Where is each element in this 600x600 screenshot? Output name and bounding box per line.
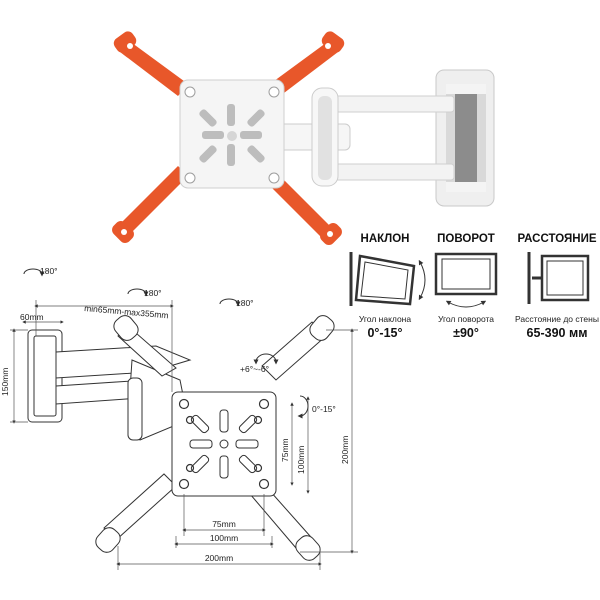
vesa-inner-width-label: 75mm [212, 519, 236, 529]
rotation-label-2: 180° [144, 288, 162, 298]
vesa-mid-width-label: 100mm [210, 533, 238, 543]
distance-value: 65-390 мм [527, 326, 588, 340]
spec-swivel: ПОВОРОТ Угол поворота ±90° [434, 233, 498, 340]
swivel-label: Угол поворота [438, 314, 494, 324]
tilt-icon [349, 252, 426, 306]
dimension-lines [10, 300, 358, 570]
wall-plate [435, 69, 495, 207]
rotation-arrows [23, 268, 309, 419]
vesa-plate [179, 79, 285, 189]
distance-title: РАССТОЯНИЕ [517, 233, 596, 245]
product-render [112, 31, 495, 245]
rotation-label-3: 180° [236, 298, 254, 308]
drawing-x-arms [95, 315, 335, 561]
tilt-value: 0°-15° [367, 326, 402, 340]
rotation-label-1: 180° [40, 266, 58, 276]
distance-icon [527, 252, 590, 304]
tilt-label: Угол наклона [359, 314, 412, 324]
vesa-outer-height-label: 200mm [340, 436, 350, 464]
distance-label: Расстояние до стены [515, 314, 599, 324]
tilt-range-label: 0°-15° [312, 404, 336, 414]
tilt-title: НАКЛОН [361, 233, 410, 245]
wall-plate-width-label: 60mm [20, 312, 44, 322]
spec-distance: РАССТОЯНИЕ Расстояние до стены 65-390 мм [515, 233, 599, 340]
technical-drawing [10, 268, 358, 570]
swivel-value: ±90° [453, 326, 479, 340]
articulating-arms [269, 87, 455, 187]
orange-bracket-arms [112, 31, 345, 245]
drawing-vesa-plate [171, 391, 277, 497]
swivel-icon [434, 252, 498, 308]
wall-plate-height-label: 150mm [0, 368, 10, 396]
spec-tilt: НАКЛОН Угол наклона 0°-15° [349, 233, 426, 340]
vesa-outer-width-label: 200mm [205, 553, 233, 563]
vesa-inner-height-label: 75mm [280, 438, 290, 462]
swivel-title: ПОВОРОТ [437, 233, 495, 245]
swivel-range-label: +6°~-6° [240, 364, 269, 374]
vesa-mid-height-label: 100mm [296, 446, 306, 474]
